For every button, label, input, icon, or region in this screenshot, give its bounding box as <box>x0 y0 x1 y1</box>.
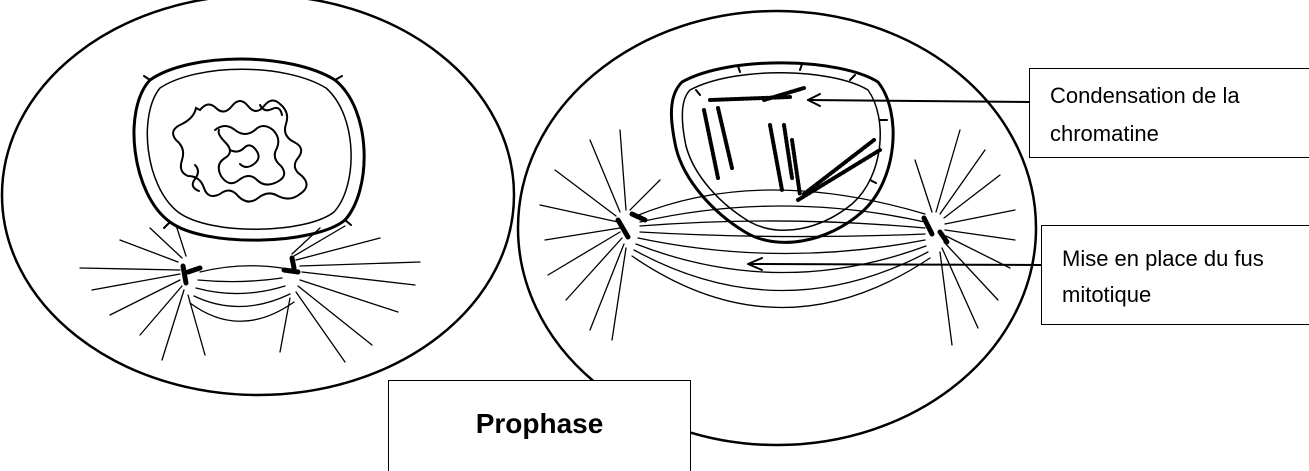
left-chromatin <box>173 100 306 201</box>
right-chromosomes <box>704 88 880 200</box>
label-chromatine-line1: Condensation de la <box>1050 83 1240 109</box>
left-spindle-fibers <box>80 225 420 362</box>
title-box: Prophase <box>388 380 691 471</box>
left-centrioles <box>183 258 298 283</box>
label-chromatine-line2: chromatine <box>1050 121 1159 147</box>
diagram-title: Prophase <box>389 407 690 441</box>
label-fus-line2: mitotique <box>1062 282 1151 308</box>
label-chromatine: Condensation de la chromatine <box>1029 68 1309 158</box>
label-fus-mitotique: Mise en place du fus mitotique <box>1041 225 1309 325</box>
label-fus-line1: Mise en place du fus <box>1062 246 1264 272</box>
left-nucleus <box>134 59 364 240</box>
chromatine-pointer <box>808 94 1029 106</box>
left-cell <box>2 0 514 395</box>
right-centrioles <box>618 214 947 242</box>
